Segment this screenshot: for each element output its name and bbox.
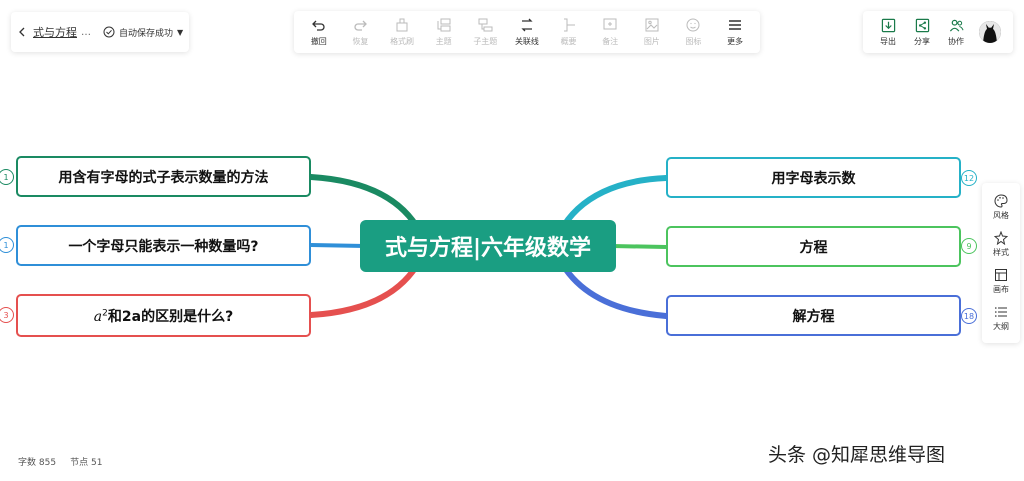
doc-header: 式与方程 … 自动保存成功 ▼ [11,12,189,52]
topic-left-1-count-badge[interactable]: 1 [0,169,14,185]
toolbar-more-label: 更多 [727,37,744,46]
watermark: 头条 @知犀思维导图 [768,444,946,466]
summary-icon [563,18,575,32]
topic-right-1-label: 用字母表示数 [771,170,856,187]
toolbar-subtopic[interactable]: 子主题 [465,17,505,47]
side-canvas[interactable]: 画布 [993,268,1009,295]
topic-right-2-label: 方程 [799,239,828,256]
toolbar-undo-label: 撤回 [310,37,327,46]
menu-icon [729,20,742,30]
topic-left-3-count-badge[interactable]: 3 [0,307,14,323]
connector-right-2 [611,244,667,249]
toolbar-summary[interactable]: 概要 [549,17,589,47]
format-brush-icon [396,18,408,32]
canvas-icon [995,269,1007,281]
toolbar-subtopic-label: 子主题 [473,37,498,46]
toolbar-more[interactable]: 更多 [715,17,755,47]
toolbar-note-label: 备注 [602,37,619,46]
topic-right-1-count-badge[interactable]: 12 [961,170,977,186]
topic-left-2[interactable]: 一个字母只能表示一种数量吗? [16,225,311,266]
caret-down-icon[interactable]: ▼ [177,27,184,37]
toolbar-undo[interactable]: 撤回 [299,17,339,47]
export-button[interactable]: 导出 [871,18,905,47]
topic-left-3[interactable]: a2和2a的区别是什么? [16,294,311,337]
save-check-icon [103,26,115,38]
toolbar-summary-label: 概要 [560,37,577,46]
topic-right-2-count-badge[interactable]: 9 [961,238,977,254]
side-style[interactable]: 样式 [993,231,1009,258]
topic-right-2[interactable]: 方程 [666,226,961,267]
topic-left-2-count-badge[interactable]: 1 [0,237,14,253]
toolbar-note[interactable]: 备注 [590,17,630,47]
toolbar-image-label: 图片 [643,37,660,46]
topic-icon [437,18,451,32]
share-button[interactable]: 分享 [905,18,939,47]
collaborate-label: 协作 [948,36,964,46]
right-top-bar: 导出 分享 协作 [863,11,1013,53]
back-arrow-icon[interactable] [17,25,27,39]
export-icon [881,18,895,32]
topic-left-1[interactable]: 用含有字母的式子表示数量的方法 [16,156,311,197]
toolbar-topic-label: 主题 [435,37,452,46]
toolbar-format-brush[interactable]: 格式刷 [382,17,422,47]
collaborate-icon [949,19,964,32]
topic-right-3-label: 解方程 [792,308,835,325]
toolbar-format-brush-label: 格式刷 [390,37,415,46]
toolbar-image[interactable]: 图片 [632,17,672,47]
side-outline-label: 大纲 [993,322,1009,331]
style-icon [994,231,1008,245]
central-topic-label: 式与方程|六年级数学 [384,236,592,261]
doc-title[interactable]: 式与方程 [33,26,77,39]
note-icon [603,18,617,30]
topic-right-1[interactable]: 用字母表示数 [666,157,961,198]
export-label: 导出 [880,36,896,46]
palette-icon [994,194,1008,208]
subtopic-icon [478,18,493,32]
side-panel: 风格 样式 画布 大纲 [982,183,1020,343]
image-icon [645,18,659,32]
footer-stats: 字数 855 节点 51 [18,455,102,468]
save-status: 自动保存成功 [119,28,174,39]
toolbar-emoji-label: 图标 [685,37,702,46]
emoji-icon [686,18,700,32]
doc-title-ellipsis: … [81,26,91,38]
share-icon [915,18,929,32]
collaborate-button[interactable]: 协作 [939,18,973,47]
side-outline[interactable]: 大纲 [993,305,1009,332]
toolbar-topic[interactable]: 主题 [424,17,464,47]
toolbar-redo[interactable]: 恢复 [340,17,380,47]
topic-right-3[interactable]: 解方程 [666,295,961,336]
undo-icon [311,20,325,31]
relation-line-icon [521,18,533,32]
side-style-label: 样式 [993,248,1009,257]
central-topic[interactable]: 式与方程|六年级数学 [360,220,616,272]
topic-left-2-label: 一个字母只能表示一种数量吗? [68,238,259,255]
toolbar-relation-line-label: 关联线 [514,37,539,46]
outline-icon [995,307,1007,317]
side-style-theme-label: 风格 [993,211,1009,220]
topic-left-3-label: a2和2a的区别是什么? [93,307,234,325]
toolbar-emoji[interactable]: 图标 [673,17,713,47]
toolbar-redo-label: 恢复 [352,37,369,46]
topic-left-1-label: 用含有字母的式子表示数量的方法 [58,169,269,186]
topic-right-3-count-badge[interactable]: 18 [961,308,977,324]
word-count: 字数 855 [18,458,57,468]
avatar[interactable] [979,21,1001,43]
node-count: 节点 51 [70,458,103,468]
main-toolbar: 撤回 恢复 格式刷 主题 子主题 关联线 概要 备注 图片 图标 更多 [294,11,760,53]
redo-icon [354,20,368,31]
side-style-theme[interactable]: 风格 [993,194,1009,221]
connector-left-2 [310,243,366,248]
side-canvas-label: 画布 [993,285,1009,294]
toolbar-relation-line[interactable]: 关联线 [507,17,547,47]
share-label: 分享 [914,36,930,46]
